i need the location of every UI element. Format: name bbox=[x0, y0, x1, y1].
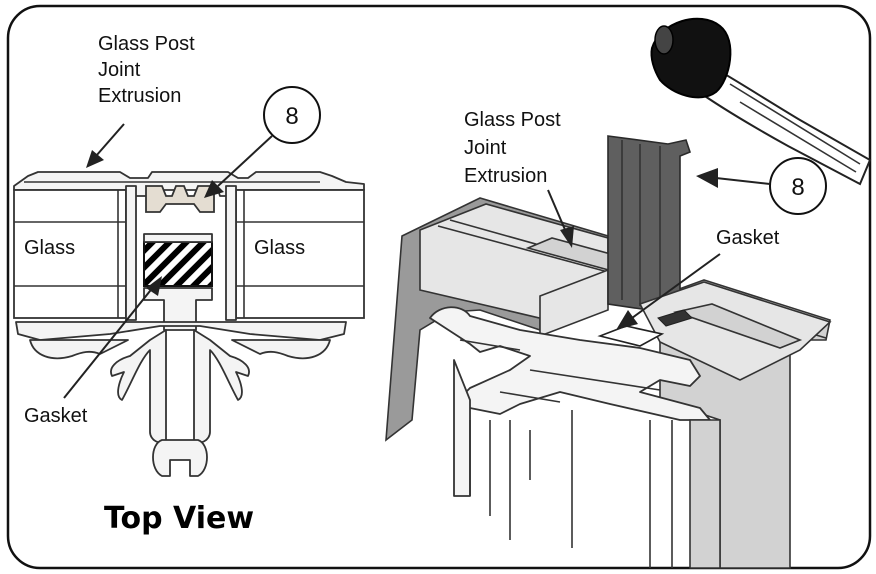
top-view-drawing bbox=[13, 171, 365, 477]
glass-post-joint-insert bbox=[145, 185, 215, 213]
rubber-mallet bbox=[650, 17, 872, 186]
extrusion-arrowhead-right bbox=[560, 226, 574, 248]
extrusion-arrowhead bbox=[86, 150, 104, 168]
gasket-label-top-view: Gasket bbox=[24, 405, 88, 427]
extrusion-leader-right bbox=[547, 189, 567, 233]
extrusion-label-line-2: Joint bbox=[98, 59, 141, 81]
extrusion-label-line-1: Glass Post bbox=[98, 33, 195, 55]
view-title: Top View bbox=[104, 501, 254, 536]
glass-right-label: Glass bbox=[254, 237, 305, 259]
gasket-label-perspective: Gasket bbox=[716, 227, 780, 249]
gasket-arrowhead-right bbox=[616, 310, 638, 330]
gasket-hatched bbox=[143, 241, 213, 287]
top-view-extrusion-label: Glass Post Joint Extrusion bbox=[98, 33, 195, 107]
extrusion-label-line-2-right: Joint bbox=[464, 137, 507, 159]
callout-number: 8 bbox=[285, 103, 298, 130]
perspective-extrusion-label: Glass Post Joint Extrusion bbox=[464, 109, 561, 187]
callout-8-top-view: 8 bbox=[204, 86, 321, 198]
extrusion-label-line-3-right: Extrusion bbox=[464, 165, 547, 187]
extrusion-label-line-3: Extrusion bbox=[98, 85, 181, 107]
perspective-view-drawing bbox=[385, 135, 832, 569]
gasket-leader-line bbox=[63, 285, 155, 399]
extrusion-leader-line bbox=[95, 123, 125, 157]
glass-post-part-8 bbox=[607, 135, 691, 313]
glass-pane-right bbox=[235, 189, 365, 319]
extrusion-label-line-1-right: Glass Post bbox=[464, 109, 561, 131]
gasket-arrowhead bbox=[146, 276, 162, 296]
gasket-leader-right bbox=[631, 253, 721, 319]
glass-left-label: Glass bbox=[24, 237, 75, 259]
callout-8-perspective: 8 bbox=[696, 157, 827, 215]
callout-number-right: 8 bbox=[791, 174, 804, 201]
